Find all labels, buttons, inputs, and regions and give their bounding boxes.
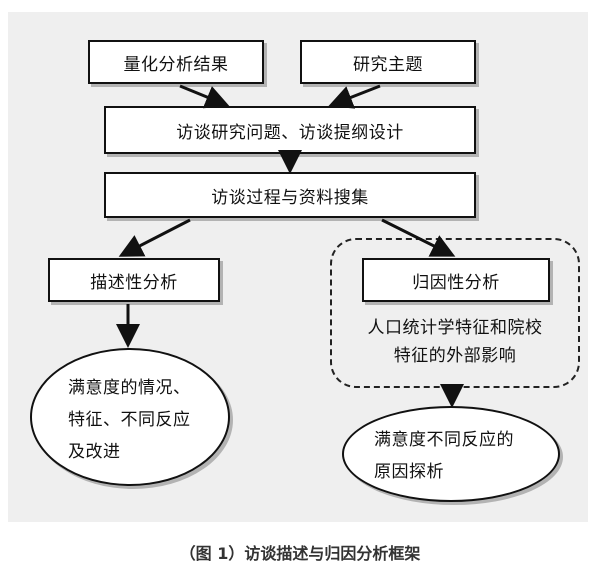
node-outcome-right	[342, 406, 560, 502]
external-factors-line-2: 特征的外部影响	[393, 346, 517, 366]
arrow-process-to-descriptive	[118, 218, 191, 257]
arrow-process-to-attributive	[381, 218, 456, 257]
outcome-right-line-1: 满意度不同反应的	[374, 430, 514, 450]
node-quant-results: 量化分析结果	[88, 40, 264, 84]
node-interview-process-label: 访谈过程与资料搜集	[211, 187, 369, 208]
outcome-left-line-1: 满意度的情况、	[68, 378, 191, 398]
node-descriptive-analysis-label: 描述性分析	[90, 272, 178, 293]
node-external-factors: 人口统计学特征和院校 特征的外部影响	[334, 314, 576, 370]
node-interview-process: 访谈过程与资料搜集	[104, 172, 476, 218]
arrow-theme-to-design	[328, 84, 381, 109]
node-interview-design-label: 访谈研究问题、访谈提纲设计	[176, 122, 404, 143]
figure-caption: （图 1）访谈描述与归因分析框架	[179, 544, 421, 563]
outcome-left-line-3: 及改进	[68, 442, 121, 462]
arrow-quant-to-design	[179, 84, 230, 109]
outcome-left-line-2: 特征、不同反应	[68, 410, 191, 430]
outcome-right-text: 满意度不同反应的 原因探析	[374, 424, 514, 488]
outcome-right-line-2: 原因探析	[374, 462, 444, 482]
node-interview-design: 访谈研究问题、访谈提纲设计	[104, 106, 476, 154]
external-factors-line-1: 人口统计学特征和院校	[367, 318, 543, 338]
node-descriptive-analysis: 描述性分析	[48, 258, 220, 302]
node-research-theme-label: 研究主题	[353, 54, 423, 75]
node-quant-results-label: 量化分析结果	[123, 54, 229, 75]
node-attributive-analysis-label: 归因性分析	[412, 272, 500, 293]
node-outcome-left	[30, 348, 230, 486]
outcome-left-text: 满意度的情况、 特征、不同反应 及改进	[68, 372, 191, 468]
node-attributive-analysis: 归因性分析	[362, 258, 550, 302]
node-research-theme: 研究主题	[300, 40, 476, 84]
